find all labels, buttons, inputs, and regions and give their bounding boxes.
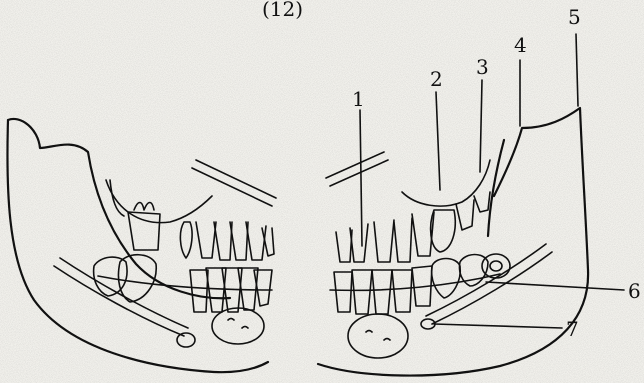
- label-1: 1: [352, 87, 365, 111]
- figure-caption: (12): [262, 0, 303, 21]
- label-6: 6: [628, 279, 641, 303]
- label-5: 5: [568, 5, 581, 29]
- label-7: 7: [566, 317, 579, 341]
- label-2: 2: [430, 67, 443, 91]
- label-3: 3: [476, 55, 489, 79]
- label-4: 4: [514, 33, 527, 57]
